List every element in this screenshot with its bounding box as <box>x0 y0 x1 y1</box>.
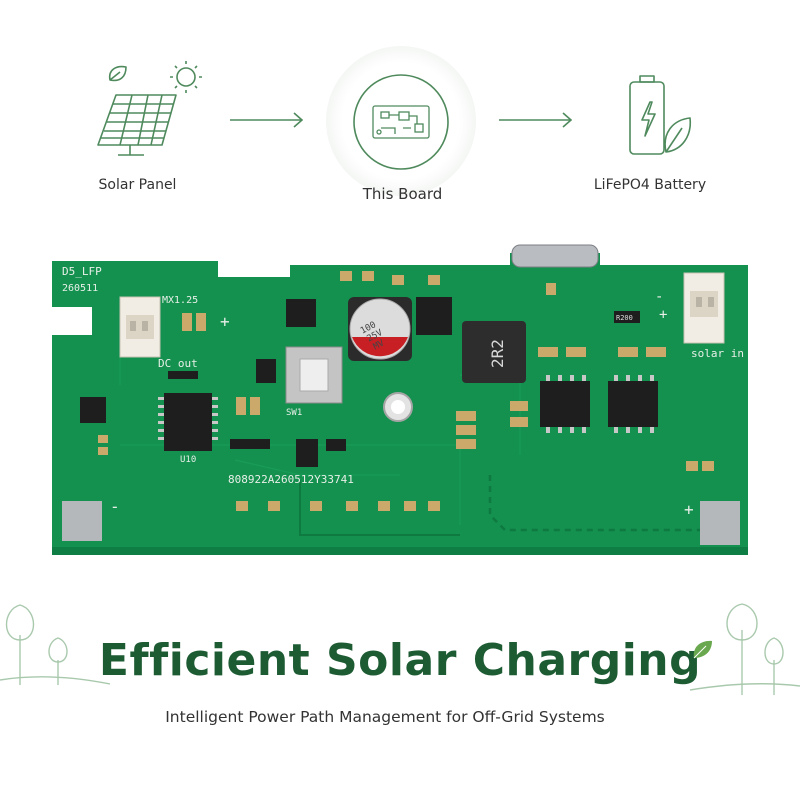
capacitor-label: MV <box>372 338 387 352</box>
plus-label: + <box>659 307 667 323</box>
ic-chip <box>416 297 452 335</box>
ic-chip <box>608 381 658 427</box>
arrow-right-icon <box>499 112 573 128</box>
tree-left-icon <box>0 604 110 685</box>
inductor-label: 2R2 <box>488 339 507 368</box>
serial-label: 808922A260512Y33741 <box>228 473 354 486</box>
solar-in-label: solar in <box>691 347 744 360</box>
circuit-board-icon <box>353 74 449 170</box>
inductor: 2R2 <box>462 321 526 383</box>
flow-label-this-board: This Board <box>362 185 443 203</box>
ic-chip <box>286 299 316 327</box>
pcb-board: D5_LFP 260511 MX1.25 DC out solar in U10… <box>52 244 748 555</box>
arrow-right-icon <box>230 112 304 128</box>
board-id-label: D5_LFP <box>62 265 102 278</box>
battery-leaf-icon <box>629 75 691 155</box>
switch-label: SW1 <box>286 408 302 418</box>
flow-label-battery: LiFePO4 Battery <box>593 177 707 193</box>
ic-label: U10 <box>180 455 196 465</box>
plus-label: + <box>220 312 230 331</box>
resistor-label: R200 <box>616 314 633 322</box>
tactile-switch <box>285 346 343 404</box>
dc-out-label: DC out <box>158 357 198 370</box>
usb-c-connector <box>511 244 599 268</box>
jst-connector-dc-out <box>119 296 161 358</box>
board-date-label: 260511 <box>62 283 98 294</box>
ic-chip <box>540 381 590 427</box>
ic-chip <box>164 393 212 451</box>
smd-passives <box>98 271 714 511</box>
leaf-icon <box>693 640 712 659</box>
minus-label: - <box>655 289 663 305</box>
jst-connector-solar-in <box>683 272 725 344</box>
connector-label: MX1.25 <box>162 295 198 306</box>
headline: Efficient Solar Charging <box>98 635 702 686</box>
ic-chip <box>256 359 276 383</box>
subline: Intelligent Power Path Management for Of… <box>165 708 605 726</box>
flow-label-solar-panel: Solar Panel <box>98 177 177 193</box>
solder-pad-negative <box>62 501 102 541</box>
ic-chip <box>80 397 106 423</box>
tree-right-icon <box>690 603 800 695</box>
electrolytic-capacitor: 100 25V MV <box>348 297 412 361</box>
minus-label: - <box>110 497 120 516</box>
solder-pad-positive <box>700 501 740 545</box>
plus-label: + <box>684 500 694 519</box>
resistor <box>614 311 640 323</box>
solar-panel-icon <box>97 61 202 156</box>
